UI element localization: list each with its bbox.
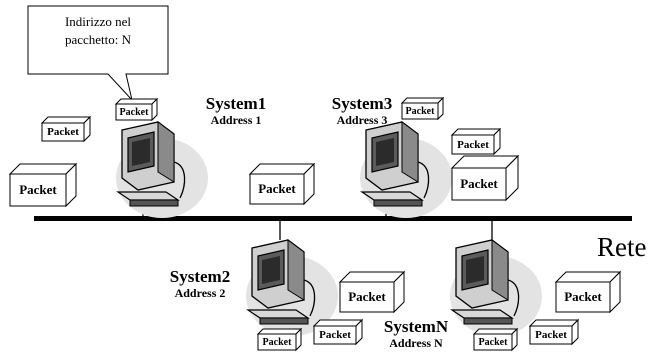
system2-label: System2 Address 2 bbox=[160, 267, 240, 300]
packet-label: Packet bbox=[405, 105, 435, 117]
computer-system3-icon bbox=[359, 121, 453, 219]
callout-line-2: pacchetto: N bbox=[64, 32, 132, 47]
system-name: System2 bbox=[169, 267, 231, 286]
computer-systemn-icon bbox=[449, 239, 543, 337]
packet-label: Packet bbox=[535, 329, 567, 341]
system-name: System3 bbox=[331, 94, 393, 113]
callout-bubble bbox=[27, 5, 169, 102]
packet-label: Packet bbox=[47, 126, 79, 138]
packet-label: Packet bbox=[319, 329, 351, 341]
network-bus bbox=[34, 216, 632, 221]
system-address: Address 3 bbox=[336, 113, 388, 127]
packet-label: Packet bbox=[258, 181, 296, 196]
system-address: Address 1 bbox=[210, 113, 262, 127]
packet-label: Packet bbox=[348, 289, 386, 304]
packet-label: Packet bbox=[19, 182, 57, 197]
computer-system1-icon bbox=[115, 121, 209, 219]
system-name: System1 bbox=[205, 94, 267, 113]
packet-label: Packet bbox=[119, 106, 149, 118]
system-name: SystemN bbox=[383, 317, 449, 336]
callout-text: Indirizzo nel pacchetto: N bbox=[28, 6, 168, 66]
systemn-label: SystemN Address N bbox=[376, 317, 456, 350]
system-address: Address 2 bbox=[174, 286, 226, 300]
system-address: Address N bbox=[389, 336, 443, 350]
packet-label: Packet bbox=[478, 336, 508, 348]
packet-label: Packet bbox=[457, 138, 489, 151]
packet-label: Packet bbox=[262, 336, 292, 348]
packet-label: Packet bbox=[564, 289, 602, 304]
packet-boxes bbox=[8, 96, 622, 352]
callout-line-1: Indirizzo nel bbox=[64, 14, 132, 29]
network-label: Rete bbox=[597, 232, 647, 262]
system1-label: System1 Address 1 bbox=[196, 94, 276, 127]
packet-label: Packet bbox=[460, 176, 498, 191]
system3-label: System3 Address 3 bbox=[322, 94, 402, 127]
